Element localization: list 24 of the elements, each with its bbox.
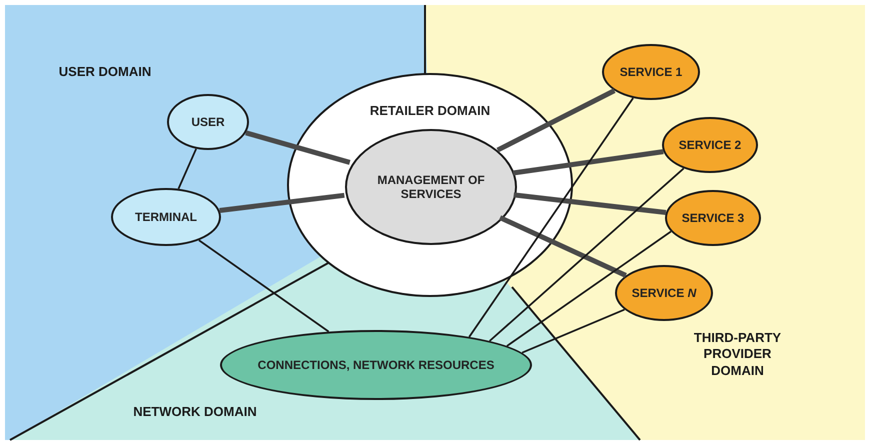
thick-connector (499, 215, 627, 278)
thick-connector (496, 88, 616, 152)
domain-label: THIRD-PARTY PROVIDER DOMAIN (692, 330, 782, 379)
connector-line (178, 148, 197, 190)
connector-line (522, 308, 625, 354)
domain-label: USER DOMAIN (58, 64, 152, 80)
thick-connector (513, 192, 666, 216)
domain-heading: RETAILER DOMAIN (370, 103, 490, 119)
connector-line (489, 168, 684, 342)
connector-line (506, 230, 672, 347)
node-label: SERVICE N (632, 286, 696, 300)
thick-connector (219, 192, 345, 213)
connector-line (468, 98, 634, 338)
node-label: SERVICE 3 (682, 210, 744, 226)
thick-connector (245, 130, 350, 165)
node-label: SERVICE 2 (678, 138, 742, 152)
connector-line (198, 239, 330, 332)
node-label: CONNECTIONS, NETWORK RESOURCES (258, 358, 494, 372)
node-label: TERMINAL (135, 210, 197, 224)
node-label: SERVICE 1 (620, 64, 682, 80)
domain-label: NETWORK DOMAIN (132, 404, 258, 420)
node-label: USER (191, 114, 225, 130)
thick-connector (512, 149, 664, 176)
node-label: MANAGEMENT OF SERVICES (376, 172, 486, 202)
